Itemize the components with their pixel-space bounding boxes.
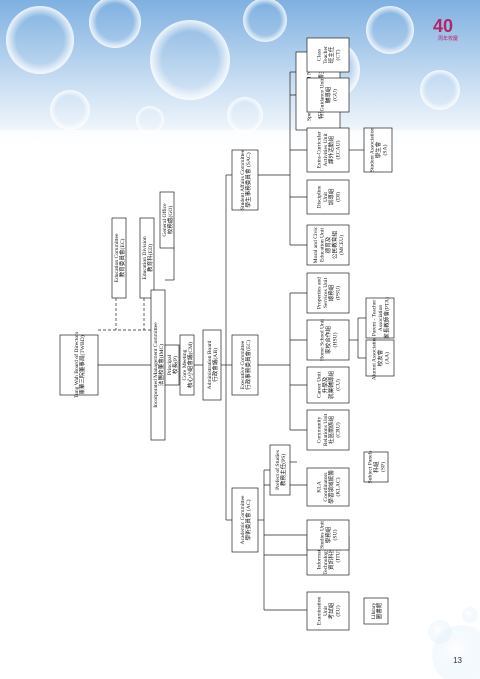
unit-klac-label: KLACoordinators學習領域統籌(KLAC) [316, 470, 341, 504]
unit-klac: KLACoordinators學習領域統籌(KLAC) [306, 467, 350, 507]
node-library-label: Library圖書館 [371, 602, 383, 619]
unit-hsu-box [306, 319, 350, 361]
unit-mceu-label: Moral and CivicEducation Unit德育及公民教育組(MC… [313, 226, 345, 263]
unit-cu-box [306, 366, 350, 404]
node-education-committee-box [111, 217, 127, 299]
unit-eu-label: ExaminationUnit考試組(EU) [316, 597, 341, 626]
node-pta: Parent - TeacherAssociation家長教師會(PTA) [365, 297, 395, 339]
node-principal-box [164, 344, 180, 386]
node-prefect-of-studies-box [269, 444, 291, 496]
unit-gu: Guidance Unit輔導組(GU) [306, 77, 350, 113]
node-pta-label: Parent - TeacherAssociation家長教師會(PTA) [372, 297, 391, 339]
node-academic-committee: Academic Committee學術委員會 (AC) [231, 487, 259, 553]
node-academic-committee-box [231, 487, 259, 553]
unit-ct-box [306, 37, 350, 73]
node-subject-panels-box [363, 451, 389, 483]
node-library-box [363, 597, 389, 625]
node-pta-box [365, 297, 395, 339]
unit-eu-box [306, 591, 350, 631]
node-subject-panels: Subject Panels科組(SP) [363, 451, 389, 484]
node-board: Tung Wah Board of Directors東華三院董事局(TWBD) [59, 332, 99, 398]
unit-cru: CommunityRelations Unit社區關係組(CRU) [306, 409, 350, 451]
unit-cru-box [306, 409, 350, 451]
unit-di-box [306, 179, 350, 215]
logo-caption: 周年校慶 [438, 35, 458, 42]
unit-ct: ClassTeacher班主任(CT) [306, 37, 350, 73]
node-subject-panels-label: Subject Panels科組(SP) [368, 451, 387, 484]
unit-gu-box [306, 77, 350, 113]
node-general-office-box [159, 191, 175, 249]
unit-cru-label: CommunityRelations Unit社區關係組(CRU) [316, 413, 341, 446]
node-general-office: General Office校務處(GO) [159, 191, 175, 249]
unit-su-box [306, 519, 350, 551]
node-imc-label: Incorporated Management Committee法團校董會(I… [153, 322, 165, 408]
node-core-meeting-label: Core Meeting核心小組會議(CM) [182, 342, 194, 388]
node-academic-committee-label: Academic Committee學術委員會 (AC) [240, 495, 252, 544]
node-student-association-box [363, 127, 393, 173]
node-education-division-box [139, 217, 155, 299]
page-number: 13 [453, 656, 462, 665]
unit-mceu: Moral and CivicEducation Unit德育及公民教育組(MC… [306, 224, 350, 266]
unit-cu-label: Career Unit升學及就業輔導組(CU) [316, 371, 341, 399]
unit-cu: Career Unit升學及就業輔導組(CU) [306, 366, 350, 404]
unit-mceu-box [306, 224, 350, 266]
unit-ecau-box [306, 127, 350, 173]
unit-su-label: Studies Unit學務組(SU) [320, 521, 339, 549]
node-education-division-label: Education Division教育科(ED) [142, 236, 154, 280]
node-principal: Principal校長(P) [164, 344, 180, 386]
node-education-committee: Education Committee教育委員會(EC) [111, 217, 127, 299]
node-student-affairs-committee-label: Student Affairs Committee學生事務委員會 (SAC) [239, 149, 252, 210]
node-board-box [59, 334, 99, 396]
node-executive-committee-box [231, 334, 259, 396]
node-imc: Incorporated Management Committee法團校董會(I… [150, 289, 166, 441]
node-alumni-box [365, 339, 395, 377]
node-education-committee-label: Education Committee教育委員會(EC) [114, 233, 126, 282]
unit-di: DisciplineUnit訓導組(DI) [306, 179, 350, 215]
node-admin-board-label: Administration Board行政會議(AB) [207, 340, 219, 389]
unit-ecau-label: Extra-CurricularActivities Unit課外活動組(ECA… [316, 131, 341, 168]
unit-gu-label: Guidance Unit輔導組(GU) [320, 78, 339, 111]
node-core-meeting-box [179, 334, 195, 396]
anniversary-logo: 40 周年校慶 [433, 16, 458, 42]
node-student-association-label: Student Association學生會(SA) [370, 128, 389, 173]
connector-lines [98, 71, 366, 611]
node-board-label: Tung Wah Board of Directors東華三院董事局(TWBD) [73, 332, 86, 398]
node-student-association: Student Association學生會(SA) [363, 127, 393, 173]
node-library: Library圖書館 [363, 597, 389, 625]
node-core-meeting: Core Meeting核心小組會議(CM) [179, 334, 195, 396]
unit-klac-box [306, 467, 350, 507]
unit-psu-box [306, 272, 350, 314]
unit-hsu: Home School Unit家校合作組(HSU) [306, 319, 350, 361]
unit-itu-label: InformationTechnology Unit資訊科技組(ITU) [315, 537, 341, 575]
node-general-office-label: General Office校務處(GO) [161, 203, 174, 237]
unit-di-label: DisciplineUnit訓導組(DI) [316, 185, 341, 209]
node-education-division: Education Division教育科(ED) [139, 217, 155, 299]
node-prefect-of-studies: Prefect of Studies教務主任(PS) [269, 444, 291, 496]
node-principal-label: Principal校長(P) [167, 354, 179, 375]
unit-eu: ExaminationUnit考試組(EU) [306, 591, 350, 631]
node-student-affairs-committee: Student Affairs Committee學生事務委員會 (SAC) [231, 149, 259, 211]
node-student-affairs-committee-box [231, 149, 259, 211]
unit-hsu-label: Home School Unit家校合作組(HSU) [320, 319, 339, 361]
node-alumni: Alumni Association校友會(AA) [365, 336, 395, 381]
node-admin-board-box [202, 329, 222, 401]
node-admin-board: Administration Board行政會議(AB) [202, 329, 222, 401]
logo-number: 40 [433, 16, 453, 36]
node-executive-committee: Executive Committee行政事務委員會(EC) [231, 334, 259, 396]
node-alumni-label: Alumni Association校友會(AA) [372, 336, 391, 381]
unit-ecau: Extra-CurricularActivities Unit課外活動組(ECA… [306, 127, 350, 173]
node-prefect-of-studies-label: Prefect of Studies教務主任(PS) [274, 450, 287, 490]
unit-su: Studies Unit學務組(SU) [306, 519, 350, 551]
unit-psu-label: Properties andServices Unit總務組(PSU) [316, 277, 341, 309]
node-executive-committee-label: Executive Committee行政事務委員會(EC) [240, 340, 252, 390]
unit-psu: Properties andServices Unit總務組(PSU) [306, 272, 350, 314]
unit-ct-label: ClassTeacher班主任(CT) [316, 46, 341, 64]
